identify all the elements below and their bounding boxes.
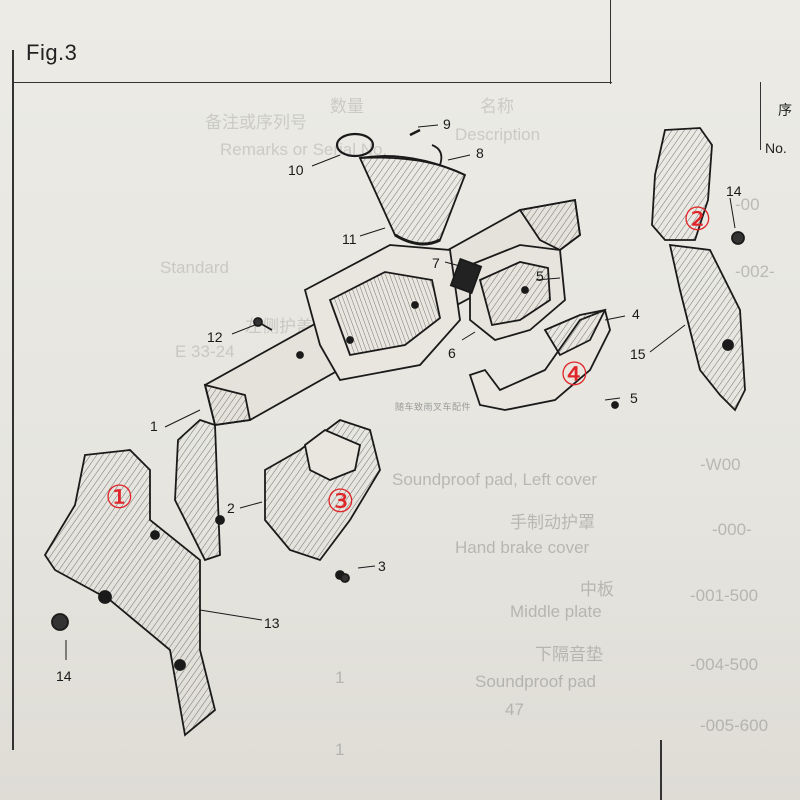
callout-12: 12 [207, 329, 223, 345]
ghost-qty-cn: 数量 [330, 97, 364, 116]
ghost-soundpad-en: Soundproof pad [475, 672, 596, 691]
callout-13: 13 [264, 615, 280, 631]
callout-10: 10 [288, 162, 304, 178]
part-4-middle-plate [468, 308, 619, 411]
callout-9: 9 [443, 116, 451, 132]
marker-4: ④ [560, 355, 589, 393]
ghost-handbrake-en: Hand brake cover [455, 538, 590, 557]
part-3-screw [340, 573, 350, 583]
part-12-bolt [253, 317, 273, 331]
ghost-partno-1: -00 [735, 195, 760, 214]
marker-3: ③ [326, 482, 355, 520]
ghost-partno-2: -002- [735, 262, 775, 281]
part-2-hand-brake-cover [264, 418, 381, 580]
leader-lines [65, 124, 736, 660]
part-1-main-frame [174, 198, 581, 562]
callout-11: 11 [342, 231, 357, 247]
ghost-handbrake-cn: 手制动护罩 [510, 513, 595, 532]
ghost-standard: Standard [160, 258, 229, 277]
part-11-rubber-boot [335, 128, 467, 246]
part-13-left-cover [43, 449, 217, 737]
ghost-soundpad-cn: 下隔音垫 [535, 645, 603, 664]
marker-1: ① [105, 478, 134, 516]
callout-1: 1 [150, 418, 158, 434]
header-fragment-no: No. [765, 140, 787, 156]
callout-14-right: 14 [726, 183, 742, 199]
callout-7: 7 [432, 255, 440, 271]
figure-label: Fig.3 [26, 40, 78, 65]
ghost-partno-3: -W00 [700, 455, 741, 474]
ghost-partno-7: -005-600 [700, 716, 769, 735]
callout-5-lower: 5 [630, 390, 638, 406]
callout-14-left: 14 [56, 668, 72, 684]
frame-bottom-divider [660, 740, 662, 800]
ghost-qty-1b: 1 [335, 740, 345, 759]
marker-2: ② [683, 200, 712, 238]
ghost-partno-6: -004-500 [690, 655, 759, 674]
frame-top-line [12, 82, 612, 83]
frame-left-line [12, 50, 14, 750]
ghost-middle-en: Middle plate [510, 602, 602, 621]
part-15-right-cover [651, 127, 746, 412]
ghost-serial: E 33-24 [175, 342, 235, 361]
ghost-soundproof-left: Soundproof pad, Left cover [392, 470, 598, 489]
ghost-middle-cn: 中板 [580, 580, 614, 599]
ghost-qty-47: 47 [505, 700, 524, 719]
ghost-partno-5: -001-500 [690, 586, 759, 605]
callout-8: 8 [476, 145, 484, 161]
callout-15: 15 [630, 346, 646, 362]
frame-header-divider [610, 0, 611, 84]
callout-6: 6 [448, 345, 456, 361]
ghost-partno-4: -000- [712, 520, 752, 539]
ghost-remarks-cn: 备注或序列号 [205, 113, 307, 132]
header-fragment-cn: 序 [778, 102, 792, 118]
ghost-qty-1: 1 [335, 668, 345, 687]
frame-right-divider [760, 82, 761, 150]
callout-3: 3 [378, 558, 386, 574]
callout-2: 2 [227, 500, 235, 516]
callout-5-upper: 5 [536, 268, 544, 284]
ghost-desc-en: Description [455, 125, 541, 144]
watermark-text: 随车致雨叉车配件 [395, 402, 472, 412]
callout-4: 4 [632, 306, 640, 322]
ghost-desc-cn: 名称 [480, 97, 514, 116]
